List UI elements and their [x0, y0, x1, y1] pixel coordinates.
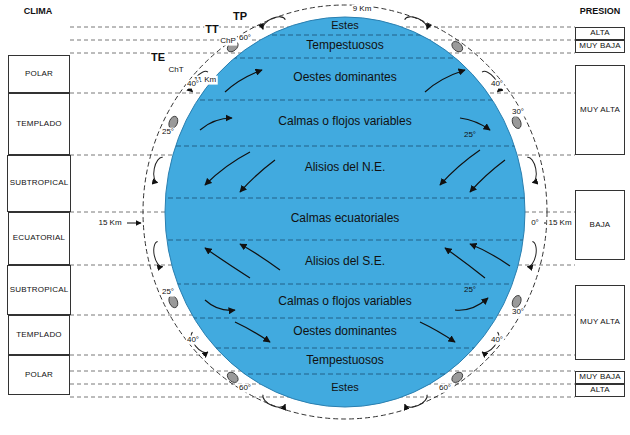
latitude-label: 30° — [511, 308, 525, 317]
climate-band: SUBTROPICAL — [7, 265, 72, 315]
wind-belt-label: Alisios del N.E. — [305, 161, 386, 174]
band-text: ECUATORIAL — [13, 234, 65, 243]
band-text: ALTA — [590, 29, 610, 38]
latitude-label: 40° — [186, 336, 200, 345]
band-text: MUY BAJA — [579, 373, 620, 382]
tropopause-label: TE — [150, 51, 166, 63]
jet-streams — [167, 39, 523, 384]
wind-belt-lines — [160, 35, 530, 374]
band-text: ALTA — [590, 386, 610, 395]
tropopause-label: TT — [204, 23, 219, 35]
climate-band: TEMPLADO — [8, 315, 70, 355]
latitude-label: 60° — [438, 384, 452, 393]
wind-belt-label: Estes — [331, 19, 359, 31]
altitude-label: 9 Km — [352, 5, 373, 14]
wind-belt-label: Oestes dominantes — [293, 325, 396, 338]
wind-belt-label: Oestes dominantes — [293, 71, 396, 84]
globe — [165, 17, 525, 407]
distance-line — [544, 223, 546, 224]
column-heading: CLIMA — [24, 7, 53, 17]
climate-band: TEMPLADO — [8, 93, 70, 155]
circulation-cells — [152, 14, 538, 411]
wind-belt-label: Calmas ecuatoriales — [291, 212, 400, 225]
latitude-label: 60° — [238, 384, 252, 393]
pressure-band: MUY BAJA — [575, 40, 625, 53]
wind-belt-label: Calmas o flojos variables — [278, 115, 411, 128]
pressure-band: ALTA — [575, 384, 625, 397]
pressure-band: MUY BAJA — [575, 371, 625, 384]
latitude-label: 25° — [464, 286, 476, 295]
latitude-label: 25° — [161, 288, 175, 297]
pressure-band: ALTA — [575, 27, 625, 40]
latitude-label: 0° — [530, 219, 540, 228]
climate-band: ECUATORIAL — [8, 212, 70, 265]
wind-belt-label: Alisios del S.E. — [305, 255, 385, 268]
pressure-band: MUY ALTA — [575, 285, 625, 360]
wind-belt-label: Estes — [331, 381, 359, 393]
band-text: POLAR — [25, 70, 53, 79]
band-text: BAJA — [590, 221, 611, 230]
latitude-label: 40° — [186, 80, 200, 89]
wind-belt-label: Tempestuosos — [306, 354, 383, 367]
wind-arrows — [200, 70, 510, 342]
band-text: TEMPLADO — [16, 331, 62, 340]
altitude-label: 15 Km — [97, 219, 122, 228]
wind-belt-label: Calmas o flojos variables — [278, 295, 411, 308]
outer-limit — [143, 5, 547, 419]
distance-arrow — [127, 223, 141, 224]
altitude-label: 15 Km — [547, 219, 572, 228]
latitude-label: 30° — [511, 108, 525, 117]
band-text: TEMPLADO — [16, 120, 62, 129]
band-text: MUY BAJA — [579, 42, 620, 51]
tropopause-label: ChT — [167, 66, 184, 75]
band-text: MUY ALTA — [580, 318, 620, 327]
wind-belt-label: Tempestuosos — [306, 39, 383, 52]
climate-band: POLAR — [8, 55, 70, 93]
climate-band: SUBTROPICAL — [7, 155, 72, 212]
band-text: SUBTROPICAL — [10, 286, 69, 295]
tropopause-label: ChP — [219, 37, 237, 46]
tropopause-label: TP — [232, 10, 248, 22]
band-text: SUBTROPICAL — [10, 179, 69, 188]
pressure-band: MUY ALTA — [575, 65, 625, 155]
column-heading: PRESION — [580, 7, 621, 17]
latitude-label: 25° — [464, 131, 476, 140]
band-text: MUY ALTA — [580, 106, 620, 115]
latitude-label: 40° — [490, 80, 504, 89]
latitude-label: 60° — [238, 34, 252, 43]
latitude-label: 40° — [490, 336, 504, 345]
climate-band: POLAR — [8, 355, 70, 395]
pressure-band: BAJA — [575, 190, 625, 260]
latitude-label: 25° — [161, 128, 175, 137]
band-text: POLAR — [25, 371, 53, 380]
